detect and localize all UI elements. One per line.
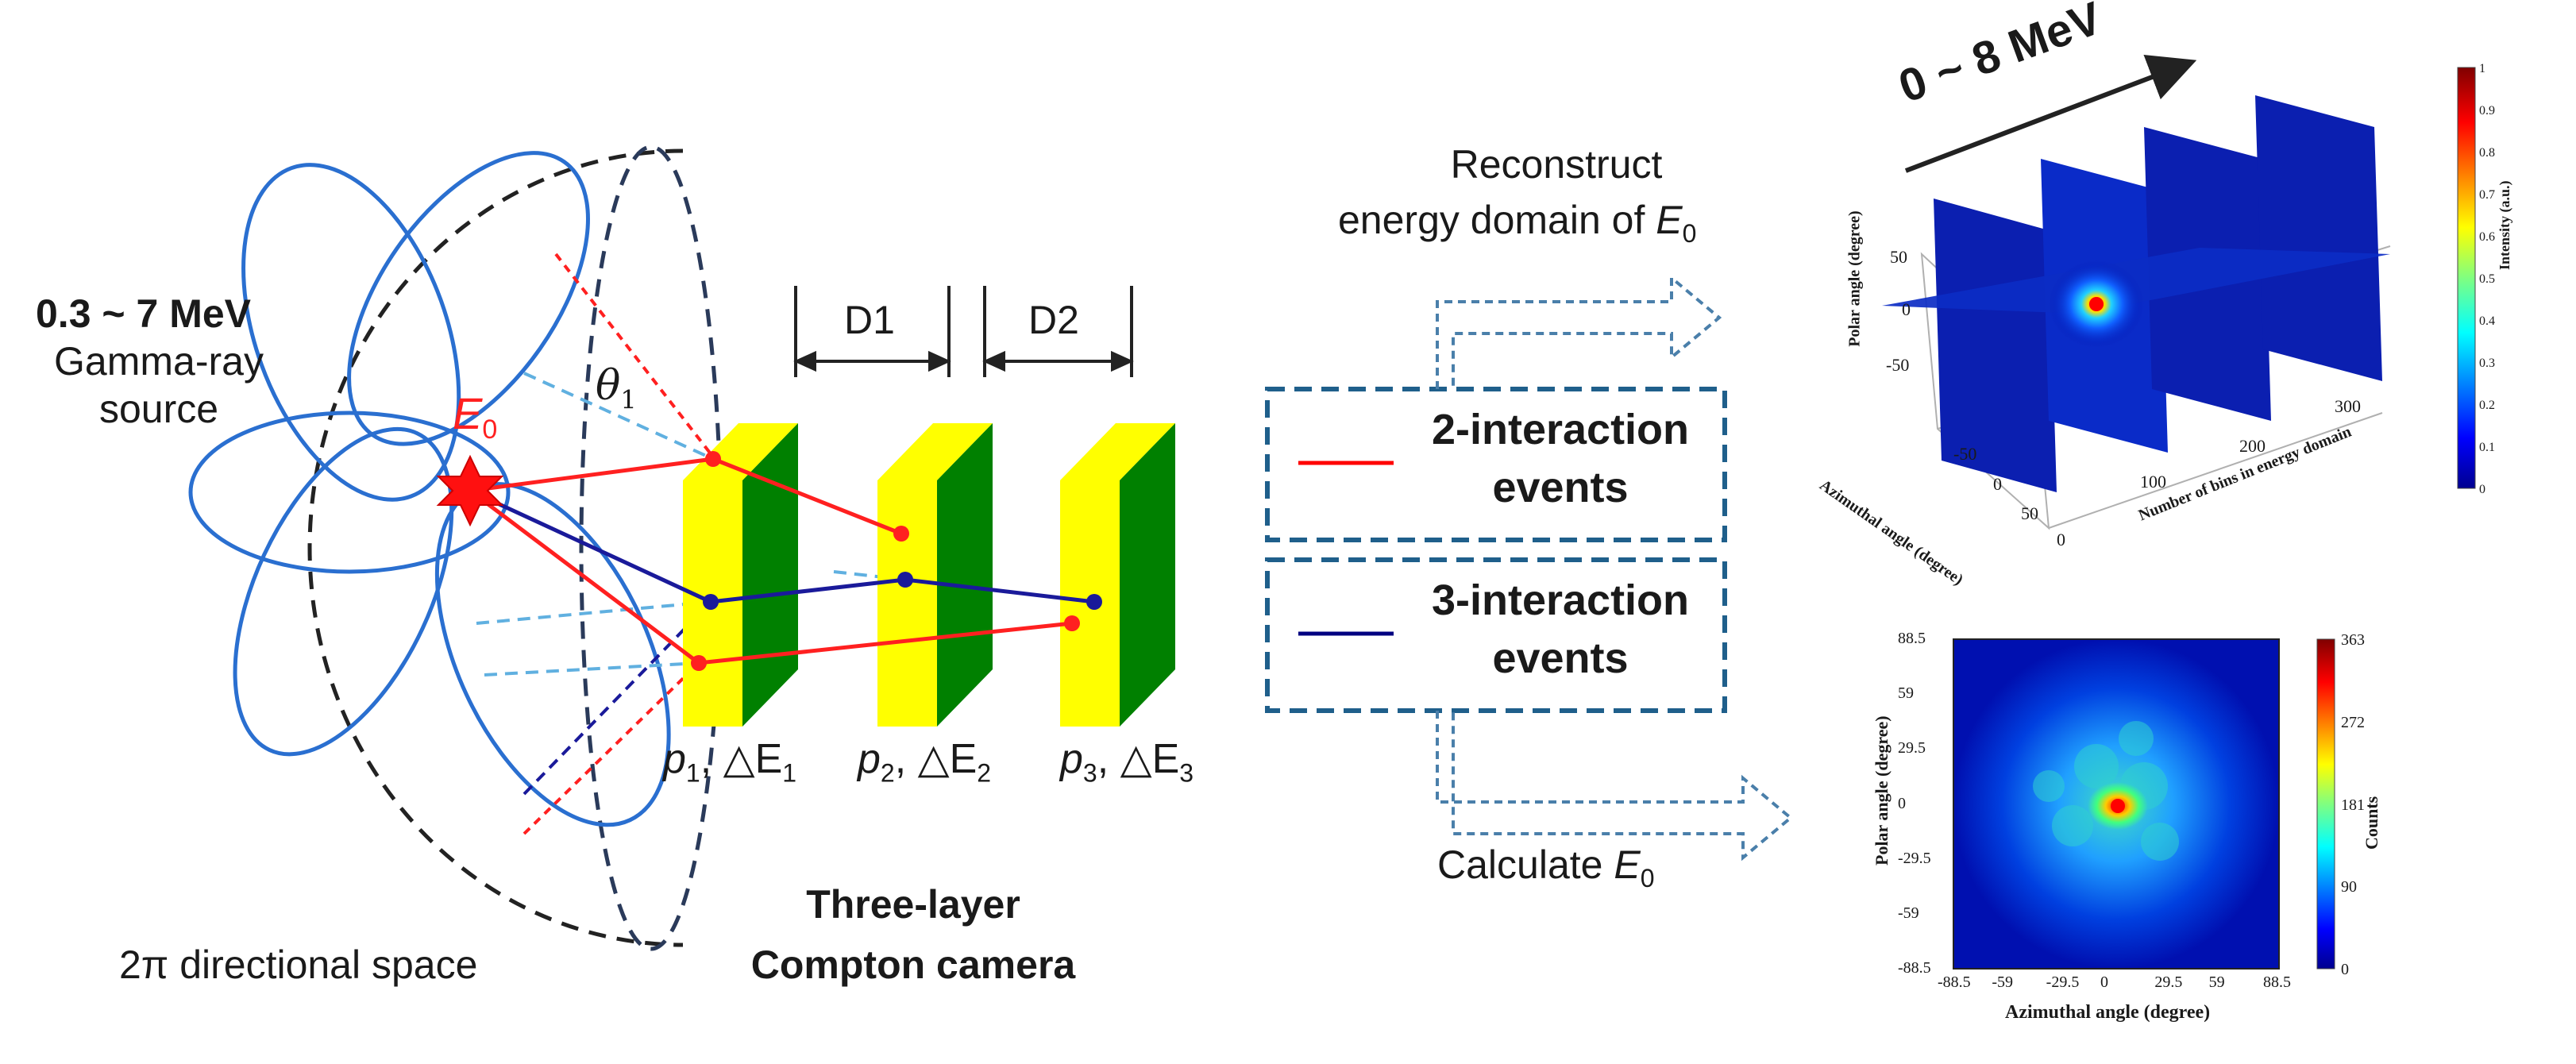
colorbar-3d-tick: 0.8 <box>2479 146 2495 160</box>
plot3d-z-tick-1: 0 <box>1902 299 1911 319</box>
plot-3d <box>1882 55 2476 530</box>
energy-range: 0.3 ~ 7 MeV <box>36 291 251 336</box>
plot3d-zlabel: Polar angle (degree) <box>1845 210 1864 347</box>
heatmap-texture <box>2033 721 2179 861</box>
tracks <box>469 457 1095 665</box>
slice-1 <box>1934 199 2057 492</box>
plot2d-y-tick: 0 <box>1898 794 1906 812</box>
plot2d-ylabel: Polar angle (degree) <box>1872 715 1892 865</box>
plot-2d <box>1953 638 2335 970</box>
colorbar-3d-label: Intensity (a.u.) <box>2497 180 2512 270</box>
three-interaction-line1: 3-interaction <box>1431 576 1690 624</box>
colorbar-3d-tick: 0.3 <box>2479 357 2495 370</box>
colorbar-3d-tick: 0.2 <box>2479 399 2495 412</box>
plot2d-x-tick: 59 <box>2208 973 2225 991</box>
slice-4 <box>2255 95 2382 381</box>
colorbar-3d <box>2457 67 2476 489</box>
plot3d-x-tick-1: 0 <box>1993 474 2002 494</box>
source-line1: Gamma-ray <box>54 339 264 384</box>
plot2d-y-tick: 29.5 <box>1898 739 1926 758</box>
source-line2: source <box>98 387 219 431</box>
hemisphere <box>307 145 723 951</box>
camera-title-2: Compton camera <box>750 943 1076 987</box>
plot3d-z-tick-2: -50 <box>1886 355 1910 375</box>
plot3d-y-tick-0: 0 <box>2057 530 2065 549</box>
plot3d-x-tick-0: -50 <box>1953 444 1977 464</box>
two-interaction-line1: 2-interaction <box>1431 406 1690 453</box>
colorbar-2d-tick: 363 <box>2341 631 2365 649</box>
plot2d-x-tick: -29.5 <box>2046 973 2080 991</box>
colorbar-3d-tick: 0.5 <box>2479 272 2495 286</box>
colorbar-3d-tick: 0 <box>2479 483 2485 496</box>
reconstruct-line2: energy domain of E0 <box>1338 198 1697 248</box>
plot2d-y-tick: 88.5 <box>1898 630 1926 647</box>
layer2-label: p2, △E2 <box>858 736 992 788</box>
colorbar-2d <box>2316 638 2335 970</box>
plot3d-x-tick-2: 50 <box>2021 503 2038 523</box>
plot2d-x-tick: 29.5 <box>2154 973 2183 991</box>
source-star-icon <box>436 454 504 527</box>
colorbar-2d-label: Counts <box>2362 796 2381 850</box>
colorbar-3d-tick: 0.6 <box>2479 230 2495 244</box>
camera-title-1: Three-layer <box>806 882 1020 927</box>
plot2d-y-tick: 59 <box>1898 684 1914 703</box>
plot2d-x-tick: -88.5 <box>1938 973 1971 991</box>
plot2d-x-tick: -59 <box>1992 973 2013 991</box>
flow-arrow-bottom <box>1436 711 1794 862</box>
scatter-axes <box>476 372 906 677</box>
layer-2 <box>877 423 993 727</box>
plot3d-y-tick-1: 100 <box>2140 472 2166 492</box>
plot3d-y-tick-3: 300 <box>2335 396 2361 416</box>
gap-markers <box>793 286 1134 377</box>
gap1-label: D1 <box>844 298 895 342</box>
colorbar-2d-tick: 90 <box>2341 878 2357 896</box>
plot2d-x-tick: 88.5 <box>2263 973 2291 991</box>
plot3d-z-tick-0: 50 <box>1890 247 1907 267</box>
calculate-label: Calculate E0 <box>1437 842 1655 892</box>
reconstruct-line1: Reconstruct <box>1450 142 1663 187</box>
colorbar-2d-tick: 272 <box>2341 713 2365 731</box>
plot2d-x-tick: 0 <box>2100 973 2108 991</box>
colorbar-3d-tick: 1 <box>2479 62 2485 75</box>
plot3d-y-tick-2: 200 <box>2239 436 2266 456</box>
interaction-points <box>691 451 1102 671</box>
plot2d-y-tick: -88.5 <box>1898 959 1931 977</box>
compton-cones <box>188 151 671 827</box>
cone-boundary <box>523 253 716 835</box>
colorbar-2d-tick: 181 <box>2341 796 2365 814</box>
gap2-label: D2 <box>1028 298 1079 342</box>
colorbar-3d-tick: 0.9 <box>2479 104 2495 118</box>
flow-arrow-top <box>1436 274 1722 389</box>
event-legend <box>1265 387 1727 713</box>
layer-3 <box>1060 423 1175 727</box>
plot2d-y-tick: -59 <box>1898 904 1919 922</box>
three-interaction-line2: events <box>1492 634 1629 682</box>
space-label: 2π directional space <box>119 943 478 987</box>
source-symbol: E0 <box>453 388 498 445</box>
layer3-label: p3, △E3 <box>1060 736 1194 788</box>
colorbar-3d-tick: 0.4 <box>2479 314 2495 328</box>
energy-arrow <box>1904 55 2197 173</box>
plot2d-y-tick: -29.5 <box>1898 849 1931 867</box>
colorbar-3d-tick: 0.7 <box>2479 188 2495 202</box>
two-interaction-line2: events <box>1492 464 1629 511</box>
plot2d-xlabel: Azimuthal angle (degree) <box>2005 1002 2211 1023</box>
theta-label: θ1 <box>596 362 637 415</box>
colorbar-2d-tick: 0 <box>2341 961 2349 978</box>
layer1-label: p1, △E1 <box>663 736 797 788</box>
colorbar-3d-tick: 0.1 <box>2479 441 2495 454</box>
back-projection <box>523 600 712 796</box>
